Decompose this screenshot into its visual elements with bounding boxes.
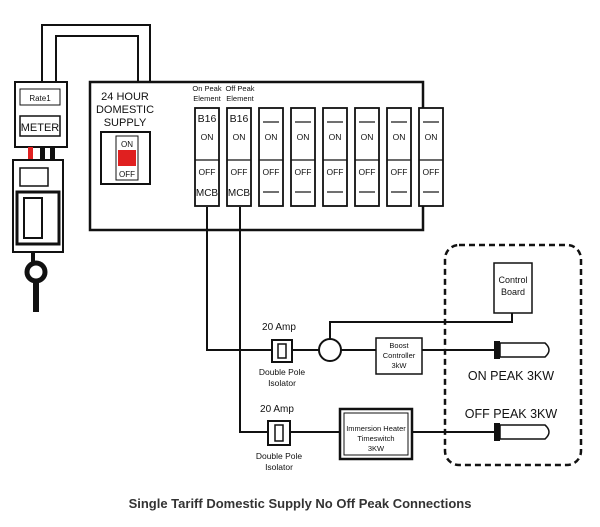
boost-controller-line1: Boost	[389, 341, 409, 350]
meter-rate-label: Rate1	[29, 94, 51, 103]
off-peak-element-label-line1: Off Peak	[225, 84, 254, 93]
breaker-off-label: OFF	[423, 167, 440, 177]
breaker-off-label: OFF	[199, 167, 216, 177]
off-peak-element-label: OFF PEAK 3KW	[465, 407, 558, 421]
breaker-off-label: OFF	[231, 167, 248, 177]
timeswitch-line2: Timeswitch	[357, 434, 394, 443]
off-peak-element-label-line2: Element	[226, 94, 254, 103]
breaker-4: ON OFF	[290, 107, 316, 207]
breaker-off-label: OFF	[263, 167, 280, 177]
isolator-1-label-line1: Double Pole	[259, 367, 306, 377]
breaker-rating: B16	[198, 113, 217, 125]
breaker-8: ON OFF	[418, 107, 444, 207]
isolator-2-label-line2: Isolator	[265, 462, 293, 472]
breaker-row: B16MCBONOFFB16MCBONOFFONOFFONOFFONOFFONO…	[194, 107, 444, 207]
main-switch-off: OFF	[119, 170, 135, 179]
junction-box	[318, 338, 342, 362]
boost-controller-line3: 3kW	[392, 361, 408, 370]
control-board: Control Board	[493, 262, 533, 314]
consumer-unit: 24 HOUR DOMESTIC SUPPLY ON OFF On Peak E…	[88, 80, 444, 232]
on-peak-element-label-line2: Element	[193, 94, 221, 103]
breaker-off-label: OFF	[295, 167, 312, 177]
breaker-off-label: OFF	[359, 167, 376, 177]
breaker-on-label: ON	[297, 132, 310, 142]
breaker-off-label: OFF	[327, 167, 344, 177]
on-peak-element-label: ON PEAK 3KW	[468, 369, 554, 383]
boost-controller: Boost Controller 3kW	[375, 337, 423, 375]
isolator-2-rating: 20 Amp	[260, 404, 294, 415]
isolator-on-peak: 20 Amp Double Pole Isolator	[259, 322, 306, 388]
breaker-mcb-label: MCB	[228, 188, 251, 199]
circuit-wiring	[206, 207, 513, 433]
breaker-off-label: OFF	[391, 167, 408, 177]
breaker-on-label: ON	[265, 132, 278, 142]
control-board-line2: Board	[501, 287, 525, 297]
breaker-on-label: ON	[233, 132, 246, 142]
isolator-1-label-line2: Isolator	[268, 378, 296, 388]
main-switch-toggle	[118, 150, 136, 166]
hot-water-cylinder-outline	[443, 243, 583, 467]
supply-cables	[41, 24, 151, 82]
timeswitch-line1: Immersion Heater	[346, 424, 406, 433]
breaker-3: ON OFF	[258, 107, 284, 207]
on-peak-element-label-line1: On Peak	[192, 84, 221, 93]
main-switch: ON OFF	[100, 131, 151, 185]
breaker-rating: B16	[230, 113, 249, 125]
breaker-on-label: ON	[329, 132, 342, 142]
meter-label: METER	[21, 122, 60, 134]
timeswitch-line3: 3KW	[368, 444, 385, 453]
isolator-2-label-line1: Double Pole	[256, 451, 303, 461]
isolator-1-rating: 20 Amp	[262, 322, 296, 333]
breaker-on-label: ON	[361, 132, 374, 142]
diagram-caption: Single Tariff Domestic Supply No Off Pea…	[129, 496, 472, 511]
main-switch-on: ON	[121, 140, 133, 149]
supply-label-line3: SUPPLY	[104, 117, 147, 129]
breaker-on-label: ON	[201, 132, 214, 142]
service-cutout	[12, 159, 64, 312]
control-board-line1: Control	[498, 275, 527, 285]
breaker-7: ON OFF	[386, 107, 412, 207]
off-peak-element: OFF PEAK 3KW	[465, 407, 558, 441]
breaker-on-label: ON	[425, 132, 438, 142]
supply-label-line1: 24 HOUR	[101, 91, 149, 103]
supply-label-line2: DOMESTIC	[96, 104, 154, 116]
boost-controller-line2: Controller	[383, 351, 416, 360]
electricity-meter: Rate1 METER	[14, 81, 68, 159]
breaker-5: ON OFF	[322, 107, 348, 207]
breaker-mcb-label: MCB	[196, 188, 219, 199]
isolator-off-peak: 20 Amp Double Pole Isolator	[256, 404, 303, 472]
immersion-timeswitch: Immersion Heater Timeswitch 3KW	[338, 407, 414, 461]
on-peak-element: ON PEAK 3KW	[468, 341, 554, 383]
breaker-6: ON OFF	[354, 107, 380, 207]
breaker-on-label: ON	[393, 132, 406, 142]
